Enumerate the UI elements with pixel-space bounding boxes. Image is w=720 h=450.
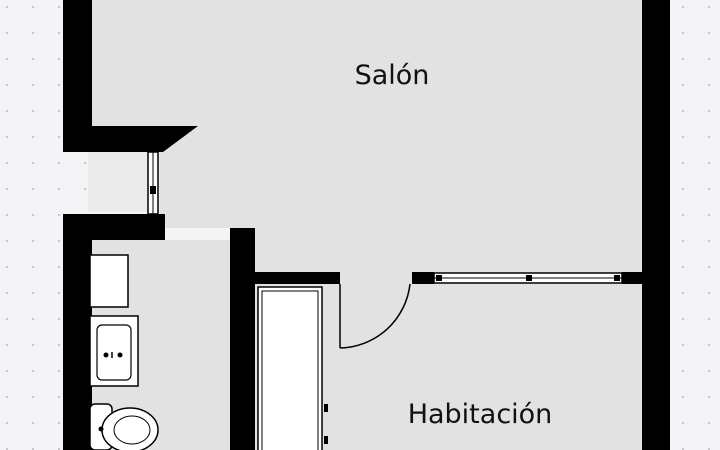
wall-room-mid — [412, 272, 434, 284]
wall-entry-top — [63, 126, 198, 152]
wall-bath-right — [230, 228, 255, 450]
bedroom-door — [339, 283, 411, 349]
wall-room-right — [622, 272, 642, 284]
sliding-window — [433, 272, 623, 284]
wall-right — [642, 0, 670, 450]
entry-door — [147, 151, 159, 215]
sink-icon — [89, 315, 139, 387]
wall-left-lower — [63, 214, 92, 450]
walls — [63, 0, 670, 450]
toilet-icon — [89, 403, 159, 450]
wall-room-left — [255, 272, 340, 284]
bathroom-cabinet — [89, 254, 129, 308]
wall-entry-bottom — [63, 214, 165, 240]
wall-bath-cap — [230, 228, 255, 240]
room-label-habitacion: Habitación — [407, 399, 553, 430]
wardrobe — [257, 286, 328, 450]
room-label-salon: Salón — [354, 60, 430, 91]
